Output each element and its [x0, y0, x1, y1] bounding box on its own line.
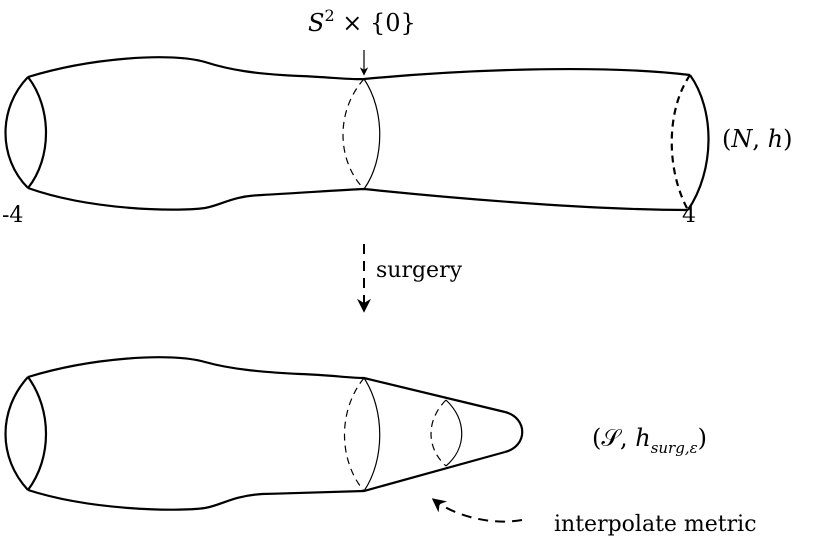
- manifold-S-top-outline: [27, 356, 506, 414]
- right-end-label: 4: [682, 203, 696, 228]
- left-end-back-arc-bottom: [27, 376, 48, 491]
- interpolate-label: interpolate metric: [554, 512, 757, 537]
- manifold-N-top-outline: [27, 56, 691, 81]
- manifold-S-label: (𝒮, hsurg,ε): [592, 424, 707, 457]
- right-end-solid-arc: [687, 74, 710, 211]
- manifold-S-bottom-outline: [27, 450, 506, 511]
- manifold-N-bottom-outline: [27, 186, 689, 212]
- left-end-back-arc: [27, 76, 48, 189]
- middle-section-dashed-arc: [342, 78, 365, 190]
- cone-section-dashed-arc: [430, 399, 447, 467]
- left-end-label: -4: [2, 203, 23, 228]
- section-label: S2 × {0}: [308, 6, 416, 37]
- interpolate-arrow: [431, 498, 523, 523]
- section-label-exponent: 2: [324, 6, 334, 25]
- surgery-label: surgery: [376, 258, 463, 283]
- right-end-dashed-arc: [670, 74, 691, 211]
- middle-section-solid-arc: [363, 78, 381, 190]
- cap-end: [504, 410, 524, 454]
- surgery-section-solid-arc: [363, 377, 381, 492]
- left-end-front-arc-bottom: [4, 376, 29, 491]
- manifold-N: [4, 56, 710, 212]
- surgery-section-dashed-arc: [343, 377, 365, 492]
- left-end-front-arc: [4, 76, 29, 189]
- manifold-N-label: (N, h): [722, 125, 792, 153]
- manifold-S: [4, 356, 524, 511]
- cone-section-solid-arc: [445, 399, 463, 467]
- section-label-rest: × {0}: [335, 9, 416, 37]
- section-label-sphere: S: [308, 9, 324, 37]
